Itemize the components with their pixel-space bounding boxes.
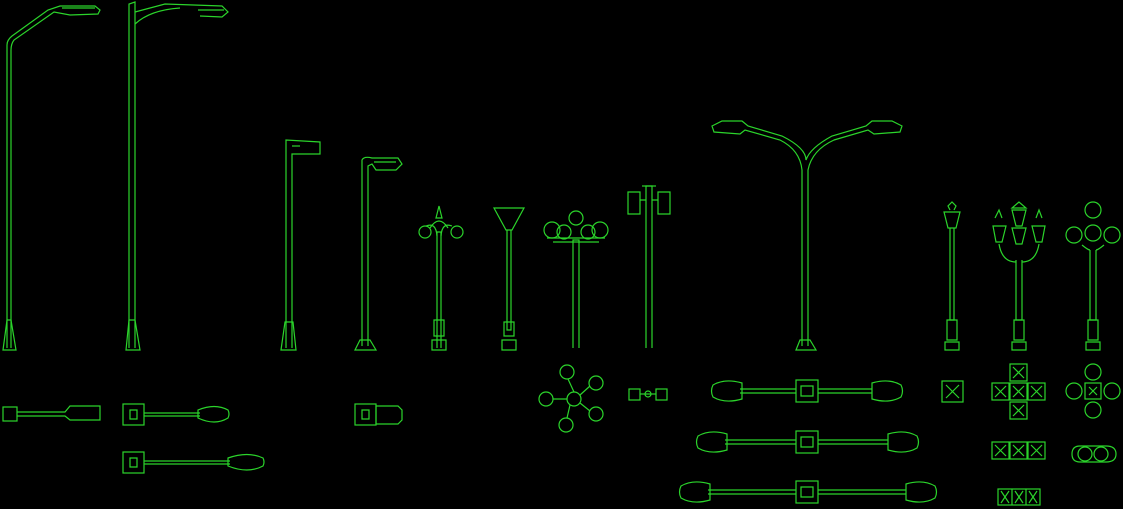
lamp-plan-13 <box>997 488 1041 506</box>
lamp-elevation-11 <box>992 201 1046 351</box>
lamp-elevation-12 <box>1065 201 1121 351</box>
lamp-plan-12 <box>991 441 1046 460</box>
lamp-plan-6 <box>628 388 668 401</box>
lamp-elevation-6 <box>492 207 526 351</box>
lamp-plan-10 <box>941 380 964 403</box>
lamp-elevation-3 <box>280 139 321 351</box>
lamp-elevation-1 <box>2 5 101 351</box>
lamp-elevation-2 <box>125 1 229 351</box>
lamp-plan-2 <box>122 403 230 426</box>
lamp-plan-3 <box>122 451 265 474</box>
lamp-plan-15 <box>1071 445 1117 463</box>
lamp-plan-5 <box>538 364 604 433</box>
lamp-elevation-5 <box>418 205 464 351</box>
lamp-elevation-9 <box>711 120 903 351</box>
lamp-elevation-7 <box>543 210 609 348</box>
lamp-plan-1 <box>2 405 101 422</box>
lamp-plan-11 <box>991 363 1046 420</box>
lamp-elevation-10 <box>943 201 961 351</box>
lamp-plan-7 <box>710 379 904 403</box>
lamp-plan-8 <box>695 430 920 454</box>
lamp-elevation-4 <box>354 156 403 351</box>
lamp-elevation-8 <box>627 185 671 348</box>
lamp-plan-4 <box>354 403 403 426</box>
lamp-plan-9 <box>678 480 938 504</box>
lamp-plan-14 <box>1065 363 1121 419</box>
